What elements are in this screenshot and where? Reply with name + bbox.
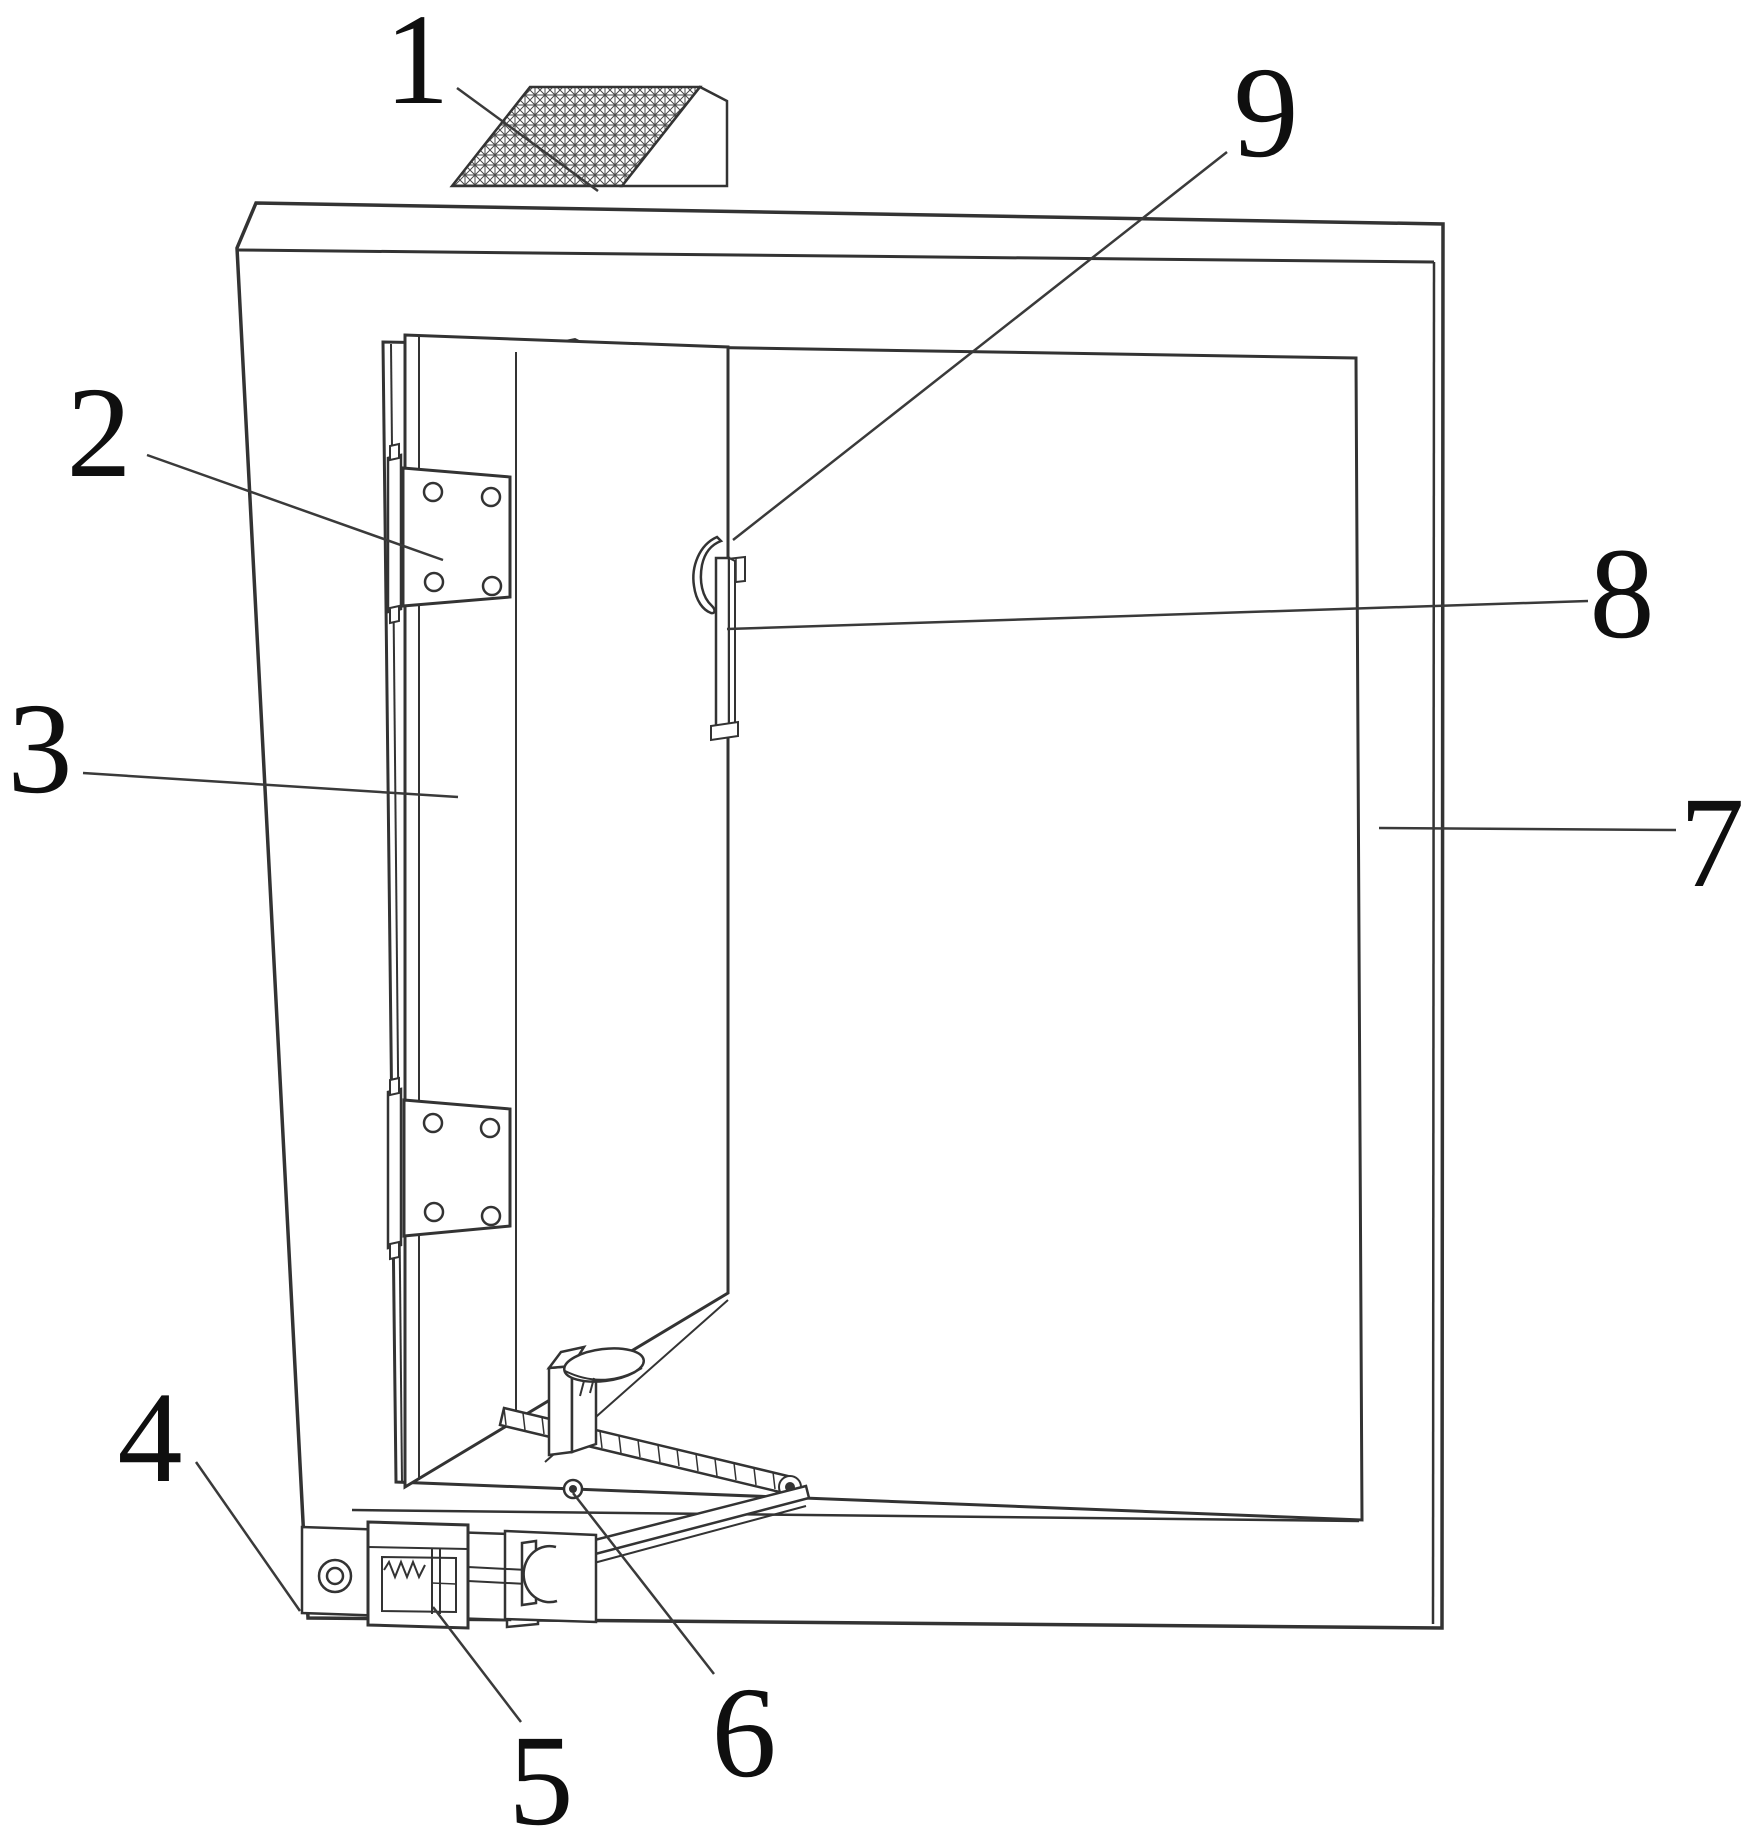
rod-head [522, 1544, 558, 1604]
door-handle [692, 535, 746, 742]
part-label-4: 4 [118, 1366, 183, 1510]
leader-line-7 [1378, 826, 1677, 832]
part-label-1: 1 [385, 0, 450, 132]
part-label-2: 2 [67, 361, 132, 505]
leader-line-1 [456, 86, 599, 193]
latch-post [546, 1345, 645, 1457]
frame-outer-outline [235, 201, 1445, 1630]
hinge-upper-screw-hole [481, 575, 503, 597]
spring-box-top-band [367, 1546, 469, 1550]
hinge-upper-pin-top [389, 442, 400, 462]
handle-bar-side [728, 556, 736, 733]
part-label-8: 8 [1590, 522, 1655, 666]
handle-bar-foot [710, 720, 739, 742]
hinge-lower-pin-top [389, 1076, 400, 1097]
plunger-link [431, 1582, 457, 1585]
hinge-lower-screw-hole [480, 1205, 502, 1227]
plunger-plates [431, 1549, 441, 1614]
part-label-5: 5 [509, 1709, 574, 1834]
handle-bar-front [714, 556, 731, 735]
seal-block [449, 85, 729, 188]
hinge-lower [386, 1076, 512, 1261]
friction-stay [498, 1406, 802, 1499]
leader-line-3 [82, 771, 459, 799]
hinge-upper-knuckle [386, 453, 403, 614]
leader-line-5 [432, 1606, 522, 1723]
pivot-screw [569, 1485, 577, 1493]
leader-line-6 [572, 1492, 715, 1675]
disc-stem [579, 1377, 595, 1397]
part-label-3: 3 [8, 677, 73, 821]
part-label-7: 7 [1680, 771, 1745, 915]
hinge-upper-pin-bottom [389, 604, 400, 625]
post-front-face [547, 1364, 574, 1457]
hinge-lower-screw-hole [422, 1112, 444, 1134]
frame-sill-line [351, 1508, 1360, 1523]
serrated-arm [498, 1406, 794, 1496]
seal-block-side-face [619, 85, 729, 188]
hinge-lower-knuckle [386, 1087, 403, 1250]
handle-grip-hook [692, 535, 724, 615]
eyelet-ring-inner [325, 1566, 345, 1586]
leader-lines [82, 86, 1677, 1723]
hinge-lower-screw-hole [423, 1201, 445, 1223]
lock-assembly [300, 1520, 598, 1630]
plunger-rod [467, 1566, 528, 1585]
hinge-upper-screw-hole [480, 486, 502, 508]
hinge-upper-screw-hole [422, 481, 444, 503]
hinge-lower-pin-bottom [389, 1240, 400, 1261]
leader-line-2 [146, 453, 444, 562]
hinge-upper-screw-hole [423, 571, 445, 593]
leader-line-8 [726, 599, 1589, 631]
part-labels: 1 2 3 4 5 6 7 8 9 [8, 0, 1745, 1834]
part-label-9: 9 [1234, 41, 1299, 185]
frame-right-band-line [1431, 261, 1436, 1625]
frame-top-band-line [237, 248, 1435, 264]
leader-line-4 [194, 1461, 302, 1612]
hinge-upper [386, 442, 512, 625]
part-label-6: 6 [712, 1661, 777, 1805]
latch-disc-rim [564, 1367, 643, 1381]
leader-line-9 [732, 151, 1228, 541]
spring-coil [383, 1559, 426, 1580]
hinge-lower-screw-hole [479, 1117, 501, 1139]
latch-disc [563, 1347, 645, 1383]
